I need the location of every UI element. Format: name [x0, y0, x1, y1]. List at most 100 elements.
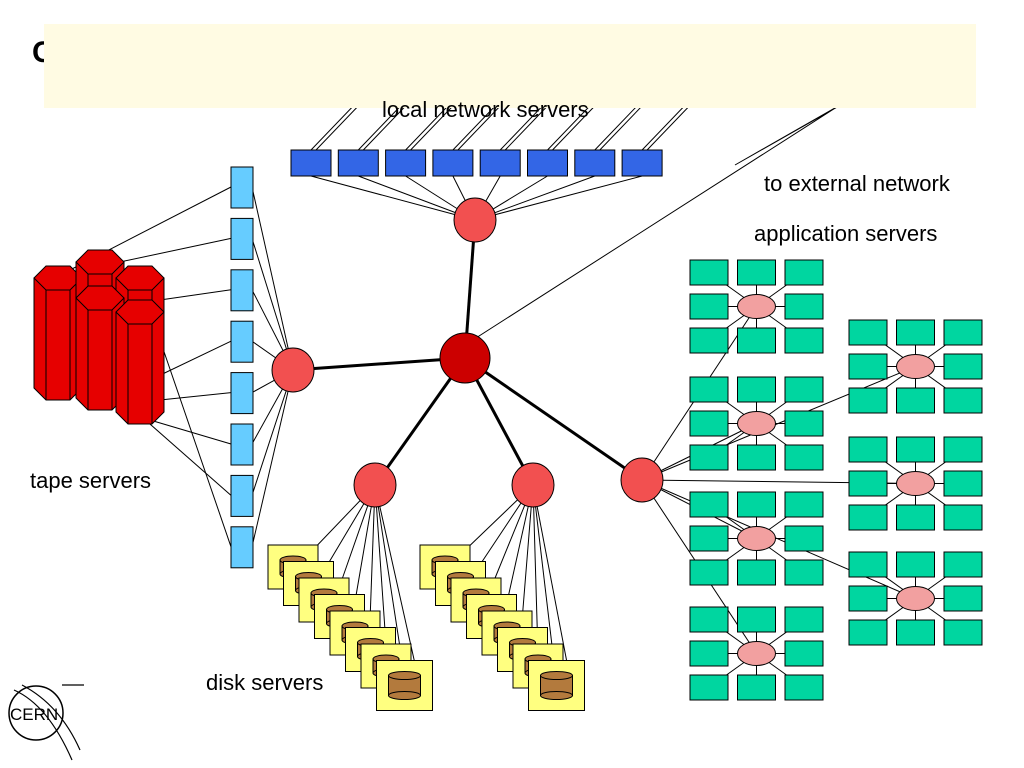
app-server: [784, 491, 824, 518]
app-server: [689, 674, 729, 701]
app-cluster: [848, 436, 983, 531]
app-server: [943, 319, 983, 346]
disk-server: [376, 660, 433, 711]
app-server: [896, 619, 935, 646]
local-server: [527, 149, 568, 177]
app-server: [848, 319, 888, 346]
tape-server: [230, 372, 254, 415]
app-server: [737, 327, 776, 354]
app-server: [689, 525, 729, 552]
app-server: [689, 410, 729, 437]
local-server: [621, 149, 663, 177]
disk-server-stacks: [267, 544, 585, 711]
app-cluster-router: [737, 294, 776, 319]
app-server: [784, 376, 824, 403]
app-cluster: [689, 376, 824, 471]
disk-servers-label: disk servers: [206, 670, 323, 695]
app-server: [737, 559, 776, 586]
app-server: [784, 444, 824, 471]
app-server: [737, 606, 776, 633]
app-cluster: [848, 551, 983, 646]
disk-router-right: [511, 462, 555, 508]
app-cluster: [848, 319, 983, 414]
cern-logo-text: CERN: [10, 705, 58, 724]
app-cluster-router: [896, 586, 935, 611]
local-server-row: [290, 149, 663, 177]
app-server: [943, 353, 983, 380]
local-server: [574, 149, 616, 177]
tape-servers-label: tape servers: [30, 468, 151, 493]
app-server: [689, 491, 729, 518]
app-cluster-router: [896, 471, 935, 496]
tape-router: [271, 347, 315, 393]
tape-server: [230, 474, 254, 517]
app-server: [784, 410, 824, 437]
app-server: [848, 387, 888, 414]
local-server: [385, 149, 427, 177]
app-server: [848, 436, 888, 463]
disk-server: [528, 660, 585, 711]
app-server: [943, 585, 983, 612]
app-cluster: [689, 491, 824, 586]
external-network-label: to external network: [764, 171, 951, 196]
app-server: [943, 551, 983, 578]
tape-drive: [75, 285, 125, 411]
tape-drives: [33, 249, 165, 425]
local-server: [337, 149, 379, 177]
tape-drive: [33, 265, 83, 401]
app-server: [848, 470, 888, 497]
central-hub-router: [439, 332, 491, 384]
app-server: [689, 259, 729, 286]
app-server: [943, 387, 983, 414]
app-server: [784, 606, 824, 633]
app-server: [689, 606, 729, 633]
tape-server-rack: [230, 166, 254, 569]
app-server: [784, 327, 824, 354]
app-cluster: [689, 259, 824, 354]
app-server: [737, 491, 776, 518]
app-server: [689, 327, 729, 354]
app-server: [737, 376, 776, 403]
app-server: [896, 387, 935, 414]
app-server: [943, 504, 983, 531]
local-network-router: [453, 197, 497, 243]
app-server: [896, 319, 935, 346]
app-server: [737, 444, 776, 471]
app-server: [689, 559, 729, 586]
tape-server: [230, 166, 254, 209]
tape-server: [230, 526, 254, 569]
app-server: [943, 619, 983, 646]
app-server: [848, 353, 888, 380]
local-network-label: local network servers: [382, 97, 589, 122]
app-link: [641, 479, 916, 599]
app-server: [784, 559, 824, 586]
app-server: [848, 504, 888, 531]
app-cluster-router: [737, 526, 776, 551]
app-server: [737, 674, 776, 701]
app-server: [896, 504, 935, 531]
tape-drive: [115, 299, 165, 425]
app-server: [784, 674, 824, 701]
application-server-clusters: [689, 259, 983, 701]
local-server: [290, 149, 332, 177]
app-server: [689, 444, 729, 471]
application-servers-label: application servers: [754, 221, 937, 246]
app-server: [784, 525, 824, 552]
app-cluster: [689, 606, 824, 701]
app-server: [689, 640, 729, 667]
tape-server: [230, 423, 254, 466]
routers: [271, 197, 664, 508]
external-network-link: [464, 59, 921, 346]
app-server: [689, 376, 729, 403]
app-server: [943, 436, 983, 463]
app-server: [784, 293, 824, 320]
title-banner: [44, 24, 976, 108]
tape-server: [230, 217, 254, 260]
app-server: [848, 551, 888, 578]
local-server: [479, 149, 521, 177]
app-cluster-router: [737, 411, 776, 436]
application-router: [620, 457, 664, 503]
app-server: [896, 436, 935, 463]
app-server: [784, 640, 824, 667]
app-server: [848, 619, 888, 646]
